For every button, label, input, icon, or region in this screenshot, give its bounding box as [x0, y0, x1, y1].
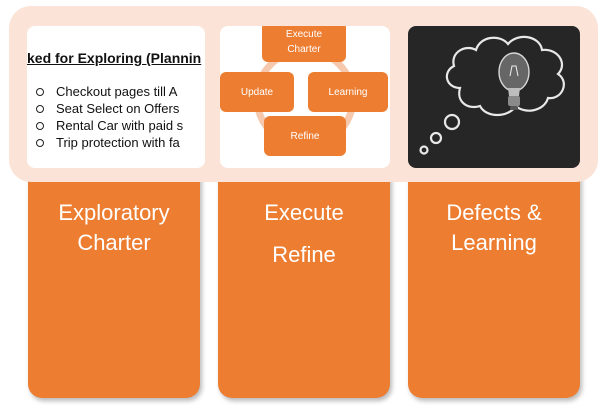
card-label-line-2: Charter [77, 230, 151, 255]
bullet-circle-icon [36, 122, 44, 130]
cycle-box-update: Update [220, 72, 294, 112]
card-defects-learning: Defects & Learning [408, 150, 580, 398]
list-item: Rental Car with paid s [27, 118, 205, 135]
cycle-diagram-thumbnail: Execute Charter Update Learning Refine [220, 26, 390, 168]
planning-slide-thumbnail: ked for Exploring (Plannin Checkout page… [27, 26, 205, 168]
chalk-drawing [419, 35, 565, 155]
planning-list: Checkout pages till A Seat Select on Off… [27, 84, 205, 152]
card-label-line-1: Execute [264, 200, 344, 225]
card-label-line-1: Exploratory [58, 200, 170, 225]
bullet-circle-icon [36, 105, 44, 113]
bullet-circle-icon [36, 139, 44, 147]
cycle-box-learning: Learning [308, 72, 388, 112]
card-exploratory-charter: Exploratory Charter [28, 150, 200, 398]
bullet-circle-icon [36, 88, 44, 96]
card-label-line-2: Learning [451, 230, 537, 255]
card-label-line-2: Refine [272, 242, 336, 267]
list-item: Checkout pages till A [27, 84, 205, 101]
idea-chalkboard-thumbnail [408, 26, 580, 168]
cycle-box-refine: Refine [264, 116, 346, 156]
thought-cloud-icon [419, 35, 565, 155]
lightbulb-icon [498, 52, 530, 110]
card-execute-refine: Execute Refine [218, 150, 390, 398]
list-item: Trip protection with fa [27, 135, 205, 152]
list-item: Seat Select on Offers [27, 101, 205, 118]
cycle-box-execute-charter: Execute Charter [262, 26, 346, 62]
card-label-line-1: Defects & [446, 200, 542, 225]
planning-title: ked for Exploring (Plannin [27, 50, 202, 66]
